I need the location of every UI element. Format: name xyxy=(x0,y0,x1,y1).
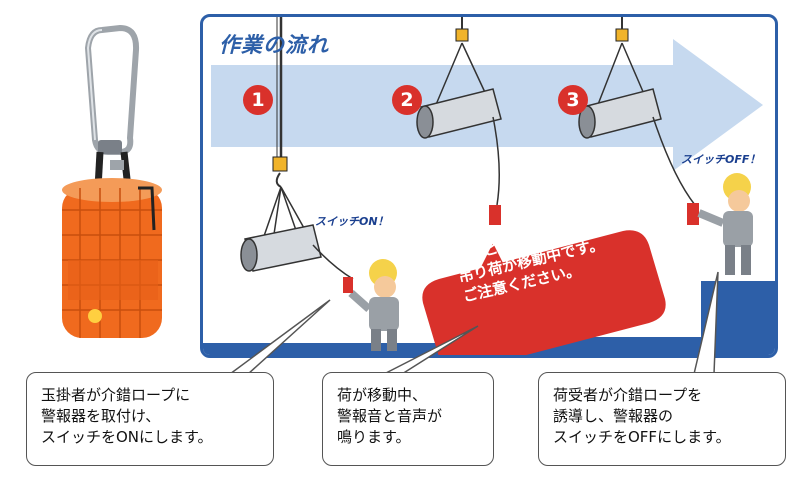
callout-3-line-1: 荷受者が介錯ロープを xyxy=(553,386,703,404)
carabiner-icon xyxy=(84,24,140,155)
callout-3-line-3: スイッチをOFFにします。 xyxy=(553,428,731,446)
pipe-load-icon-1 xyxy=(240,224,322,272)
switch-on-label: スイッチON！ xyxy=(315,215,389,228)
callout-2-line-3: 鳴ります。 xyxy=(337,428,411,446)
alert-bubble xyxy=(422,230,666,355)
callout-2-line-2: 警報音と音声が xyxy=(337,407,443,425)
callout-step-2: 荷が移動中、 警報音と音声が 鳴ります。 xyxy=(322,372,494,466)
callout-1-line-2: 警報器を取付け、 xyxy=(41,407,161,425)
pipe-load-icon-3 xyxy=(578,88,662,139)
worker-icon-2 xyxy=(697,173,753,275)
warning-device-icon-2 xyxy=(489,205,501,225)
worker-icon-1 xyxy=(343,259,399,351)
pipe-load-icon-2 xyxy=(416,88,502,139)
crane-hook-icon-1 xyxy=(262,17,310,242)
callout-3-line-2: 誘導し、警報器の xyxy=(553,407,674,425)
panel-title: 作業の流れ xyxy=(219,33,329,57)
step-1-badge: 1 xyxy=(243,85,273,115)
callout-1-line-3: スイッチをONにします。 xyxy=(41,428,213,446)
callout-step-1: 玉掛者が介錯ロープに 警報器を取付け、 スイッチをONにします。 xyxy=(26,372,274,466)
step-2-badge: 2 xyxy=(392,85,422,115)
work-flow-illustration xyxy=(203,17,775,355)
step-3-badge: 3 xyxy=(558,85,588,115)
callout-step-3: 荷受者が介錯ロープを 誘導し、警報器の スイッチをOFFにします。 xyxy=(538,372,786,466)
alarm-device-product-image xyxy=(40,20,190,350)
work-flow-panel: 作業の流れ 1 2 3 スイッチON！ スイッチOFF！ xyxy=(200,14,778,358)
switch-off-label: スイッチOFF！ xyxy=(681,153,761,166)
warning-device-icon-1 xyxy=(343,277,353,293)
warning-device-icon-3 xyxy=(687,203,699,225)
callout-1-line-1: 玉掛者が介錯ロープに xyxy=(41,386,191,404)
mesh-bag xyxy=(62,178,162,338)
callout-2-line-1: 荷が移動中、 xyxy=(337,386,428,404)
